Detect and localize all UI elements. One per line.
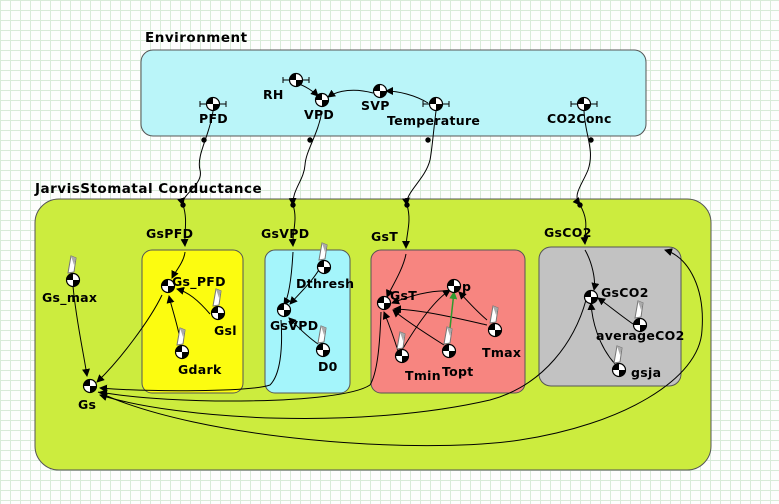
gs-max-label: Gs_max bbox=[42, 290, 98, 305]
svp-label: SVP bbox=[361, 98, 390, 113]
environment-title: Environment bbox=[145, 30, 248, 46]
gs-pfd-to-gs-link bbox=[96, 294, 163, 383]
tmax-icon[interactable] bbox=[487, 305, 503, 338]
gsl-to-gs-pfd-link bbox=[176, 286, 211, 315]
gst-into-box-link bbox=[402, 204, 411, 249]
pfd-label: PFD bbox=[199, 111, 228, 126]
averageco2-icon[interactable] bbox=[632, 300, 648, 333]
co2conc-to-gsco2-link bbox=[572, 110, 591, 206]
temperature-to-gst-link bbox=[401, 110, 437, 206]
gdark-icon[interactable] bbox=[174, 327, 190, 360]
gsco2-into-box-link bbox=[579, 204, 589, 245]
d0-icon[interactable] bbox=[315, 325, 331, 358]
vpd-to-gsvpd-link bbox=[288, 110, 323, 206]
gsja-label: gsja bbox=[631, 365, 662, 380]
gsvpd-submodel[interactable] bbox=[264, 249, 351, 394]
gs-icon[interactable] bbox=[82, 378, 98, 394]
topt-label: Topt bbox=[442, 364, 474, 379]
gst-to-gs-link bbox=[99, 311, 382, 402]
gs-pfd-icon[interactable] bbox=[160, 278, 176, 294]
gsvpd-icon[interactable] bbox=[276, 302, 292, 318]
gs-pfd-label: Gs_PFD bbox=[172, 274, 226, 289]
svp-icon[interactable] bbox=[372, 83, 388, 99]
tmin-to-gst-link bbox=[382, 311, 399, 352]
gsco2-submodel[interactable] bbox=[538, 246, 682, 387]
temperature-to-svp-link bbox=[385, 87, 429, 104]
jarvis-title: JarvisStomatal Conductance bbox=[35, 181, 263, 197]
topt-to-gst-link bbox=[392, 309, 445, 346]
temperature-icon[interactable] bbox=[422, 96, 450, 112]
d0-to-gsvpd-link bbox=[288, 317, 319, 345]
tmax-to-gst-link bbox=[393, 305, 488, 326]
rh-icon[interactable] bbox=[282, 72, 310, 88]
rh-label: RH bbox=[263, 87, 284, 102]
gsvpd-in-to-var-link bbox=[283, 251, 294, 306]
averageco2-to-gsco2-link bbox=[597, 297, 634, 325]
gs-label: Gs bbox=[78, 397, 97, 412]
gsvpd-into-box-link bbox=[288, 204, 297, 247]
gs-loop-link bbox=[97, 248, 703, 447]
topt-icon[interactable] bbox=[441, 326, 457, 359]
gsja-to-gsco2-link bbox=[587, 302, 616, 365]
gspfd-into-box-link bbox=[180, 204, 189, 247]
co2conc-label: CO2Conc bbox=[547, 111, 612, 126]
tmin-to-p-link bbox=[401, 289, 451, 351]
gdark-label: Gdark bbox=[178, 362, 222, 377]
gdark-to-gs-pfd-link bbox=[166, 295, 180, 335]
gst-var-label: GsT bbox=[390, 288, 418, 303]
pfd-icon[interactable] bbox=[199, 96, 227, 112]
vpd-icon[interactable] bbox=[314, 92, 330, 108]
gsvpd-title: GsVPD bbox=[261, 226, 310, 241]
tmax-to-p-link bbox=[458, 291, 488, 321]
gspfd-in-to-gs-pfd-link bbox=[171, 251, 186, 279]
vpd-label: VPD bbox=[304, 107, 335, 122]
environment-submodel[interactable] bbox=[140, 49, 647, 137]
gsl-icon[interactable] bbox=[210, 288, 226, 321]
gsco2-var-label: GsCO2 bbox=[601, 285, 649, 300]
svp-to-vpd-link bbox=[327, 89, 374, 98]
gsvpd-var-label: GsVPD bbox=[270, 318, 319, 333]
gsco2-in-to-var-link bbox=[584, 249, 600, 291]
dthresh-label: Dthresh bbox=[296, 276, 355, 291]
co2conc-icon[interactable] bbox=[570, 96, 598, 112]
gs-max-to-gs-link bbox=[72, 285, 90, 377]
averageco2-label: averageCO2 bbox=[596, 328, 685, 343]
gspfd-title: GsPFD bbox=[146, 226, 194, 241]
gsl-label: Gsl bbox=[214, 323, 237, 338]
p-icon[interactable] bbox=[446, 278, 462, 294]
tmin-icon[interactable] bbox=[394, 331, 410, 364]
tmax-label: Tmax bbox=[482, 345, 522, 360]
d0-label: D0 bbox=[318, 359, 338, 374]
gsja-icon[interactable] bbox=[611, 345, 627, 378]
gsco2-icon[interactable] bbox=[583, 289, 599, 305]
gsco2-to-gs-link bbox=[99, 299, 587, 419]
dthresh-icon[interactable] bbox=[316, 242, 332, 275]
gsco2-title: GsCO2 bbox=[544, 225, 592, 240]
pfd-to-gspfd-link bbox=[177, 110, 214, 206]
p-label: p bbox=[462, 279, 472, 294]
dthresh-to-gsvpd-link bbox=[289, 267, 321, 305]
gst-title: GsT bbox=[371, 229, 399, 244]
gst-in-to-var-link bbox=[386, 253, 407, 298]
gst-submodel[interactable] bbox=[370, 249, 526, 394]
gsvpd-to-gs-link bbox=[99, 319, 283, 393]
temperature-label: Temperature bbox=[387, 113, 481, 128]
gst-icon[interactable] bbox=[376, 295, 392, 311]
gs-max-icon[interactable] bbox=[65, 255, 81, 288]
tmin-label: Tmin bbox=[405, 368, 441, 383]
